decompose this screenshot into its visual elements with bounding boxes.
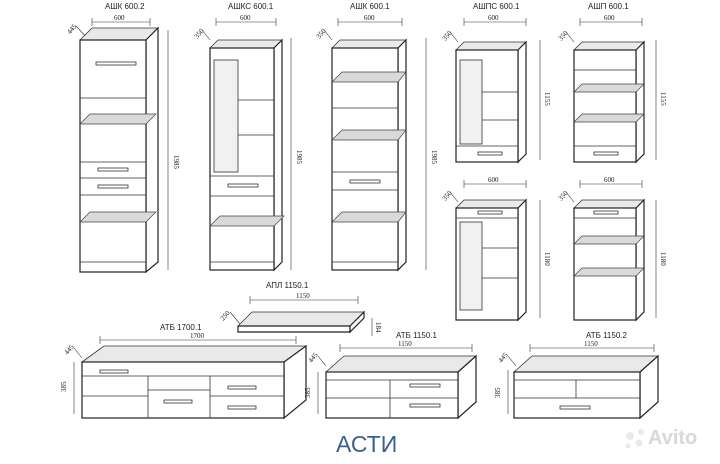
- unit-label: АШК 600.2: [105, 2, 145, 11]
- width-dimension: 600: [488, 14, 499, 22]
- height-dimension: 385: [60, 381, 68, 392]
- width-dimension: 600: [364, 14, 375, 22]
- depth-dimension: 445: [66, 22, 79, 36]
- unit-lower-glass-cabinet: 600 350 1180: [441, 176, 551, 322]
- watermark: Avito: [625, 427, 697, 449]
- depth-dimension: 445: [307, 351, 320, 365]
- depth-dimension: 350: [557, 189, 570, 203]
- depth-dimension: 350: [315, 27, 328, 41]
- unit-ashp-600-1: АШП 600.1 600 350 1155: [557, 2, 667, 164]
- unit-label: АШП 600.1: [588, 2, 629, 11]
- depth-dimension: 350: [193, 27, 206, 41]
- unit-ashk-600-1: АШК 600.1 600 350 1985: [315, 2, 438, 272]
- height-dimension: 385: [304, 387, 312, 398]
- unit-label: АТБ 1150.2: [586, 331, 627, 340]
- avito-logo-icon: [625, 429, 644, 449]
- height-dimension: 385: [494, 387, 502, 398]
- unit-ashks-600-1: АШКС 600.1 600 350 1985: [193, 2, 303, 272]
- unit-label: АШПС 600.1: [473, 2, 520, 11]
- width-dimension: 1150: [296, 292, 310, 300]
- unit-ashk-600-2: АШК 600.2 600 445 1985: [66, 2, 180, 274]
- width-dimension: 600: [604, 14, 615, 22]
- width-dimension: 1150: [584, 340, 598, 348]
- watermark-text: Avito: [648, 427, 697, 449]
- unit-label: АПЛ 1150.1: [266, 281, 309, 290]
- width-dimension: 600: [114, 14, 125, 22]
- depth-dimension: 350: [441, 189, 454, 203]
- unit-atb-1150-1: АТБ 1150.1 1150 445 385: [304, 331, 478, 420]
- width-dimension: 600: [240, 14, 251, 22]
- unit-label: АШК 600.1: [350, 2, 390, 11]
- height-dimension: 1985: [172, 155, 180, 170]
- height-dimension: 1985: [430, 150, 438, 165]
- depth-dimension: 350: [557, 29, 570, 43]
- height-dimension: 1180: [543, 252, 551, 266]
- unit-atb-1700-1: АТБ 1700.1 1700 445 385: [60, 323, 308, 420]
- width-dimension: 600: [604, 176, 615, 184]
- depth-dimension: 350: [441, 29, 454, 43]
- unit-ashps-600-1: АШПС 600.1 600 350 1155: [441, 2, 551, 164]
- width-dimension: 1700: [190, 332, 205, 340]
- unit-atb-1150-2: АТБ 1150.2 1150 445 385: [494, 331, 660, 420]
- depth-dimension: 445: [63, 343, 76, 357]
- height-dimension: 1155: [659, 92, 667, 106]
- width-dimension: 1150: [398, 340, 412, 348]
- width-dimension: 600: [488, 176, 499, 184]
- depth-dimension: 250: [219, 309, 232, 323]
- unit-label: АШКС 600.1: [228, 2, 274, 11]
- collection-title: АСТИ: [336, 431, 397, 457]
- height-dimension: 1155: [543, 92, 551, 106]
- unit-apl-1150-1: АПЛ 1150.1 1150 250 184: [219, 281, 382, 336]
- unit-label: АТБ 1700.1: [160, 323, 202, 332]
- depth-dimension: 445: [497, 351, 510, 365]
- height-dimension: 184: [374, 322, 382, 333]
- height-dimension: 1985: [295, 150, 303, 165]
- height-dimension: 1180: [659, 252, 667, 266]
- unit-lower-shelf-cabinet: 600 350 1180: [557, 176, 667, 322]
- unit-label: АТБ 1150.1: [396, 331, 437, 340]
